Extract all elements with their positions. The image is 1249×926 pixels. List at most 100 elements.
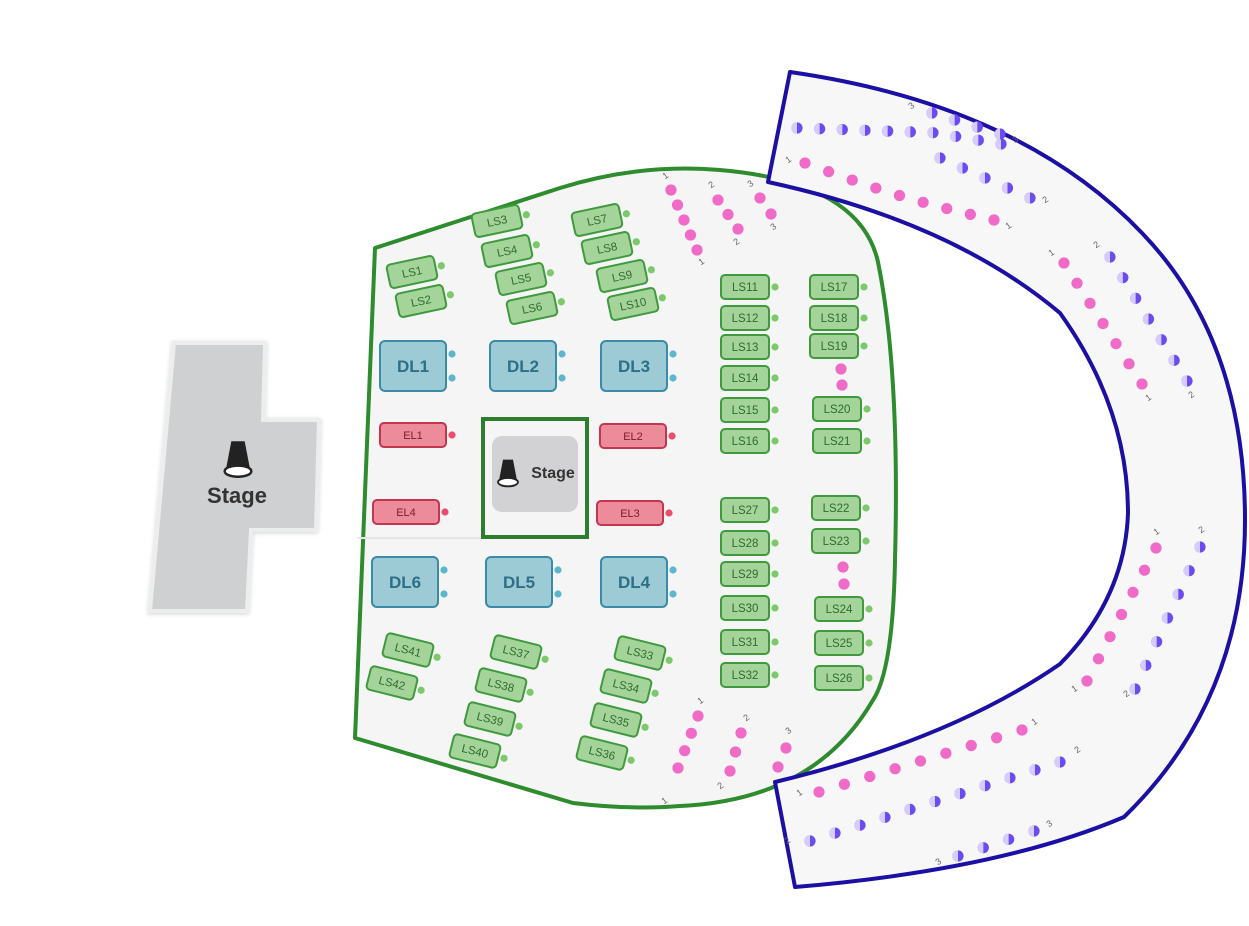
chair-seat[interactable] <box>433 653 442 662</box>
seat-purple[interactable] <box>1003 833 1015 845</box>
chair-seat[interactable] <box>448 431 456 439</box>
seat-purple[interactable] <box>994 128 1006 140</box>
seat-purple[interactable] <box>952 850 964 862</box>
seat-pink[interactable] <box>964 208 976 221</box>
chair-seat[interactable] <box>647 265 656 274</box>
seat-pink[interactable] <box>1081 675 1093 687</box>
seat-purple[interactable] <box>814 123 826 135</box>
chair-seat[interactable] <box>771 604 779 612</box>
seat-purple[interactable] <box>1104 251 1116 263</box>
table-ls19[interactable]: LS19 <box>809 333 868 359</box>
table-ls34[interactable]: LS34 <box>599 668 662 706</box>
seat-pink[interactable] <box>1115 608 1128 621</box>
chair-seat[interactable] <box>771 539 779 547</box>
table-ls11[interactable]: LS11 <box>720 274 779 300</box>
chair-seat[interactable] <box>558 374 566 382</box>
seat-pink[interactable] <box>1097 317 1109 330</box>
chair-seat[interactable] <box>771 283 779 291</box>
table-ls23[interactable]: LS23 <box>811 528 870 554</box>
seat-purple[interactable] <box>956 162 969 174</box>
seat-purple[interactable] <box>1142 313 1155 325</box>
table-el1[interactable]: EL1 <box>379 422 456 448</box>
seat-pink[interactable] <box>837 561 849 573</box>
chair-seat[interactable] <box>863 405 871 413</box>
chair-seat[interactable] <box>541 655 550 664</box>
seat-purple[interactable] <box>950 130 962 143</box>
center-stage[interactable]: Stage <box>481 417 589 539</box>
seat-pink[interactable] <box>799 157 811 169</box>
seat-purple[interactable] <box>882 125 894 137</box>
table-ls4[interactable]: LS4 <box>480 232 542 268</box>
seat-pink[interactable] <box>941 202 953 215</box>
table-el2[interactable]: EL2 <box>599 423 676 449</box>
seat-purple[interactable] <box>972 134 984 146</box>
seat-purple[interactable] <box>979 780 991 792</box>
seat-purple[interactable] <box>836 123 848 136</box>
seat-purple[interactable] <box>1181 375 1193 387</box>
seat-purple[interactable] <box>926 107 938 119</box>
chair-seat[interactable] <box>860 283 868 291</box>
chair-seat[interactable] <box>526 688 535 697</box>
seat-pink[interactable] <box>1104 631 1116 643</box>
table-dl6[interactable]: DL6 <box>371 556 448 608</box>
seat-purple[interactable] <box>927 127 939 139</box>
seat-pink[interactable] <box>684 229 697 241</box>
chair-seat[interactable] <box>665 509 673 517</box>
seat-purple[interactable] <box>1028 825 1040 837</box>
chair-seat[interactable] <box>863 437 871 445</box>
chair-seat[interactable] <box>771 406 779 414</box>
seat-pink[interactable] <box>965 739 977 752</box>
table-dl3[interactable]: DL3 <box>600 340 677 392</box>
chair-seat[interactable] <box>500 754 509 763</box>
seat-pink[interactable] <box>1150 542 1162 554</box>
seat-purple[interactable] <box>977 842 989 854</box>
table-ls2[interactable]: LS2 <box>394 282 456 318</box>
chair-seat[interactable] <box>860 314 868 322</box>
chair-seat[interactable] <box>771 506 779 514</box>
seat-purple[interactable] <box>1130 292 1142 304</box>
chair-seat[interactable] <box>771 638 779 646</box>
seat-pink[interactable] <box>835 363 847 375</box>
table-ls30[interactable]: LS30 <box>720 595 779 621</box>
chair-seat[interactable] <box>669 350 677 358</box>
seat-purple[interactable] <box>1140 659 1152 671</box>
table-ls9[interactable]: LS9 <box>595 257 657 293</box>
chair-seat[interactable] <box>522 210 531 219</box>
seat-pink[interactable] <box>729 746 742 758</box>
table-ls10[interactable]: LS10 <box>606 285 668 321</box>
chair-seat[interactable] <box>862 504 870 512</box>
chair-seat[interactable] <box>658 293 667 302</box>
chair-seat[interactable] <box>669 566 677 574</box>
table-el3[interactable]: EL3 <box>596 500 673 526</box>
chair-seat[interactable] <box>554 590 562 598</box>
chair-seat[interactable] <box>440 590 448 598</box>
chair-seat[interactable] <box>558 350 566 358</box>
chair-seat[interactable] <box>446 290 455 299</box>
seat-pink[interactable] <box>691 244 703 256</box>
chair-seat[interactable] <box>632 237 641 246</box>
seat-pink[interactable] <box>692 710 704 722</box>
main-stage[interactable]: Stage <box>147 341 322 613</box>
seat-purple[interactable] <box>1001 182 1014 194</box>
seat-pink[interactable] <box>991 732 1003 744</box>
table-ls22[interactable]: LS22 <box>811 495 870 521</box>
seat-pink[interactable] <box>870 182 882 194</box>
chair-seat[interactable] <box>862 537 870 545</box>
chair-seat[interactable] <box>641 723 650 732</box>
table-ls37[interactable]: LS37 <box>489 634 552 672</box>
table-ls15[interactable]: LS15 <box>720 397 779 423</box>
table-ls18[interactable]: LS18 <box>809 305 868 331</box>
table-ls42[interactable]: LS42 <box>365 665 428 703</box>
chair-seat[interactable] <box>622 209 631 218</box>
table-ls26[interactable]: LS26 <box>814 665 873 691</box>
seat-pink[interactable] <box>780 742 792 754</box>
seat-pink[interactable] <box>1138 564 1151 576</box>
seat-purple[interactable] <box>929 795 941 808</box>
chair-seat[interactable] <box>771 570 779 578</box>
table-ls12[interactable]: LS12 <box>720 305 779 331</box>
chair-seat[interactable] <box>448 350 456 358</box>
seat-pink[interactable] <box>917 196 929 208</box>
seat-pink[interactable] <box>1084 297 1096 309</box>
seat-pink[interactable] <box>735 727 747 739</box>
chair-seat[interactable] <box>557 297 566 306</box>
